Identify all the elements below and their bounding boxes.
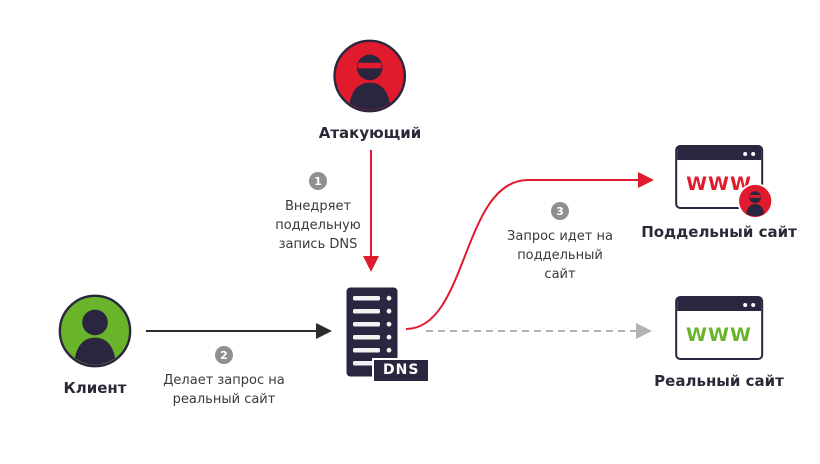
fake-site-browser-icon: WWW xyxy=(675,145,773,219)
step-2-text: Делает запрос на реальный сайт xyxy=(163,373,285,407)
window-dot-icon xyxy=(751,151,755,156)
dns-server-node: DNS xyxy=(345,286,431,383)
step-1-badge: 1 xyxy=(309,172,327,190)
step-2: 2 Делает запрос на реальный сайт xyxy=(162,346,286,410)
attacker-node: Атакующий xyxy=(318,38,422,142)
window-dot-icon xyxy=(750,302,755,307)
dns-server-icon xyxy=(346,287,398,377)
hacker-badge-icon xyxy=(738,184,772,218)
step-2-badge: 2 xyxy=(215,346,233,364)
real-site-node: WWW Реальный сайт xyxy=(654,296,784,390)
fake-site-node: WWW Поддельный сайт xyxy=(641,145,797,241)
hacker-badge xyxy=(737,183,773,219)
step-3: 3 Запрос идет на поддельный сайт xyxy=(507,202,613,285)
attacker-label: Атакующий xyxy=(318,124,422,142)
real-site-browser-icon: WWW xyxy=(674,296,763,360)
client-avatar-icon xyxy=(58,294,132,368)
fake-site-label: Поддельный сайт xyxy=(641,223,797,241)
real-site-titlebar xyxy=(676,298,761,311)
real-site-label: Реальный сайт xyxy=(654,372,784,390)
window-dot-icon xyxy=(743,151,747,156)
real-site-www-text: WWW xyxy=(686,323,752,346)
step-3-text: Запрос идет на поддельный сайт xyxy=(507,229,613,282)
step-3-badge: 3 xyxy=(551,202,569,220)
step-1: 1 Внедряет поддельную запись DNS xyxy=(268,172,368,255)
fake-site-www-text: WWW xyxy=(686,172,752,195)
fake-site-body: WWW xyxy=(677,160,761,207)
attacker-avatar-icon xyxy=(333,39,407,113)
step-1-text: Внедряет поддельную запись DNS xyxy=(275,199,361,252)
real-site-body: WWW xyxy=(677,311,761,358)
window-dot-icon xyxy=(742,302,747,307)
dns-label: DNS xyxy=(372,358,431,383)
fake-site-titlebar xyxy=(677,147,761,160)
client-label: Клиент xyxy=(63,379,127,397)
client-node: Клиент xyxy=(57,293,133,397)
